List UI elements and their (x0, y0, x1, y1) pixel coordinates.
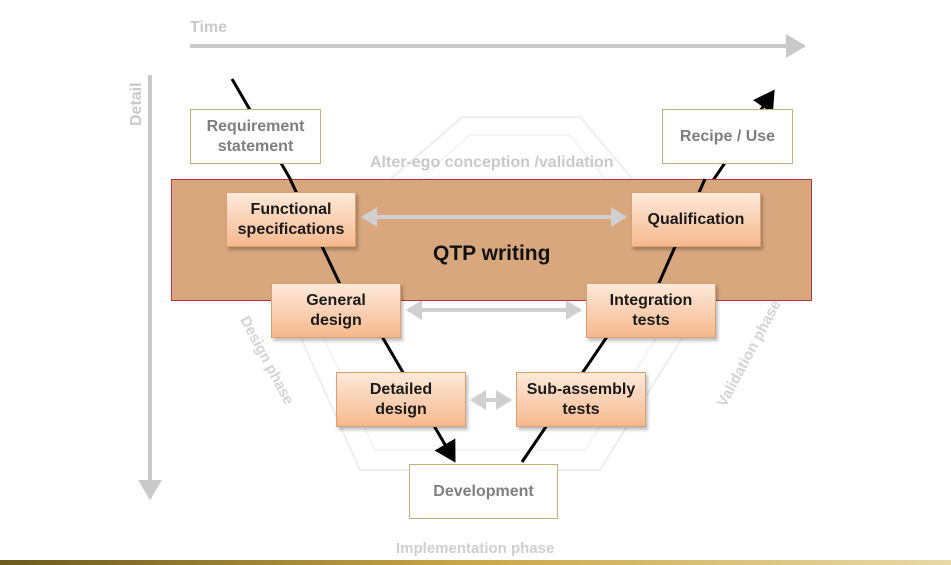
detail-label: Detail (128, 82, 145, 126)
functional-specifications-box: Functional specifications (226, 192, 356, 247)
qualification-box: Qualification (631, 192, 761, 247)
alter-ego-label: Alter-ego conception /validation (370, 154, 614, 171)
sub-assembly-tests-box: Sub-assembly tests (516, 372, 646, 427)
time-label: Time (190, 19, 228, 36)
detailed-design-box: Detailed design (336, 372, 466, 427)
implementation-phase-label: Implementation phase (396, 540, 555, 557)
recipe-use-box: Recipe / Use (662, 109, 793, 164)
qtp-writing-label: QTP writing (433, 242, 551, 265)
general-design-box: General design (271, 283, 401, 338)
integration-tests-box: Integration tests (586, 283, 716, 338)
bottom-gold-rule (0, 560, 951, 565)
requirement-statement-box: Requirement statement (190, 109, 321, 164)
development-box: Development (409, 464, 558, 519)
